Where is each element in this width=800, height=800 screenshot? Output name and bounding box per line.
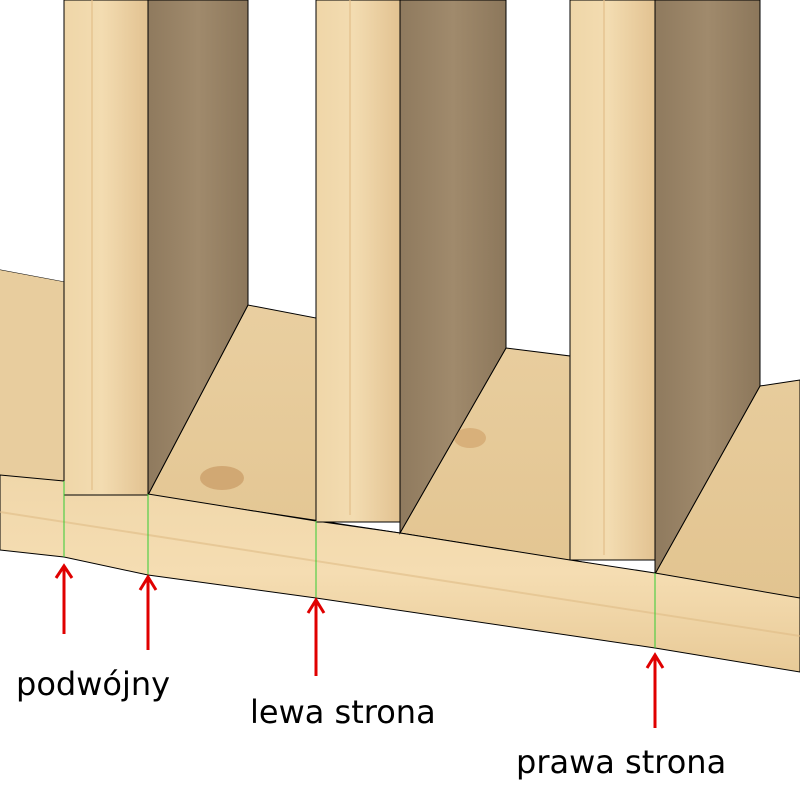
wood-knot xyxy=(200,466,244,490)
wood-knot xyxy=(454,428,486,448)
rail-grain xyxy=(0,511,800,637)
slat-3-front xyxy=(569,0,656,561)
slat-2-front xyxy=(315,0,401,523)
arrow-left-side xyxy=(306,597,326,676)
arrow-double-left xyxy=(54,563,74,634)
arrow-double-right xyxy=(138,574,158,650)
label-right-side: prawa strona xyxy=(516,743,727,781)
label-double: podwójny xyxy=(16,665,171,703)
slat-1-front xyxy=(63,0,149,496)
arrow-right-side xyxy=(645,652,665,728)
board-top-left xyxy=(0,270,64,480)
label-left-side: lewa strona xyxy=(250,693,436,731)
